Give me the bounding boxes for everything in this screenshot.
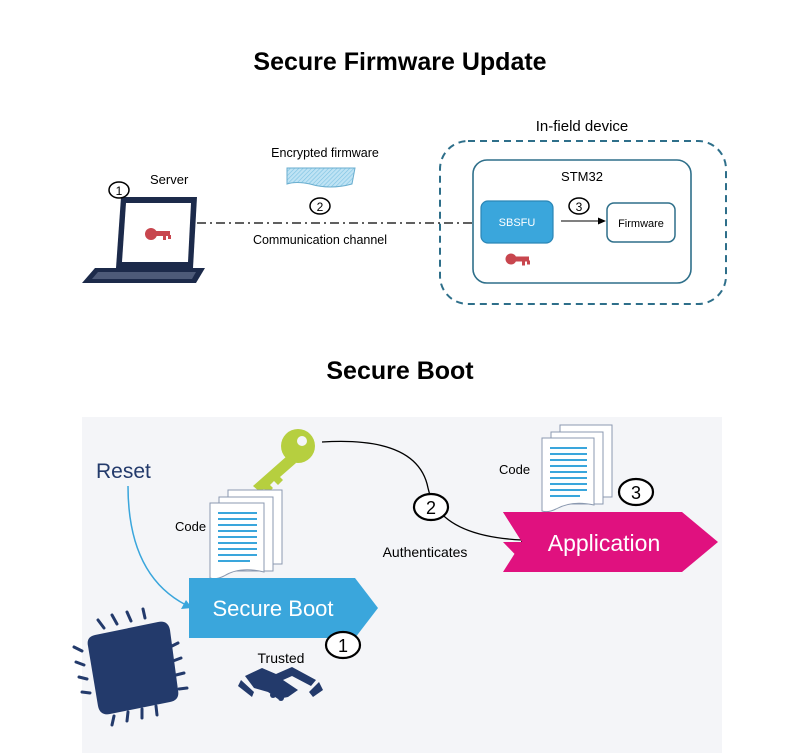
key-icon-server xyxy=(145,228,171,240)
secure-boot-arrow-shape xyxy=(189,578,378,638)
firmware-box xyxy=(606,202,676,243)
sfu-diagram: 1 Server Encrypted firmware 2 Communicat… xyxy=(82,118,727,305)
secure-boot-label: Secure Boot xyxy=(212,596,333,621)
encrypted-firmware-label: Encrypted firmware xyxy=(271,146,379,160)
secure-boot-diagram: Reset Code Secure Boot 1 Trusted xyxy=(72,417,722,753)
reset-arrow xyxy=(127,485,187,606)
stm32-label: STM32 xyxy=(561,169,603,184)
code-document-icon-left xyxy=(209,489,283,580)
boot-step-3-badge: 3 xyxy=(617,477,655,507)
sfu-step-3-badge: 3 xyxy=(568,197,590,215)
boot-step-2-badge: 2 xyxy=(412,492,450,522)
sbsfu-label: SBSFU xyxy=(499,217,536,229)
application-arrow-shape xyxy=(503,512,718,572)
code-document-icon-right xyxy=(541,424,613,513)
server-label: Server xyxy=(150,172,189,187)
firmware-label: Firmware xyxy=(618,218,664,230)
sfu-step-1-badge: 1 xyxy=(108,181,130,199)
sfu-step-2-badge: 2 xyxy=(309,197,331,215)
sfu-step-1: 1 xyxy=(116,184,123,198)
boot-step-2: 2 xyxy=(426,498,436,518)
code-label-left: Code xyxy=(175,519,206,534)
sfu-step-2: 2 xyxy=(317,200,324,214)
authenticates-arrow xyxy=(321,440,523,541)
code-label-right: Code xyxy=(499,462,530,477)
key-icon-green xyxy=(253,429,315,493)
key-icon-device xyxy=(505,253,530,266)
handshake-icon xyxy=(238,667,323,701)
authenticates-label: Authenticates xyxy=(383,544,468,560)
chip-icon xyxy=(72,607,189,727)
sbsfu-box xyxy=(480,200,554,244)
in-field-device-label: In-field device xyxy=(536,118,629,135)
secure-boot-title: Secure Boot xyxy=(326,357,474,385)
boot-step-1: 1 xyxy=(338,636,348,656)
laptop-icon xyxy=(82,197,205,283)
in-field-device-box xyxy=(439,140,727,305)
sfu-title: Secure Firmware Update xyxy=(253,48,547,76)
reset-label: Reset xyxy=(96,460,151,483)
application-label: Application xyxy=(548,530,661,556)
sfu-step-3: 3 xyxy=(576,200,583,214)
encrypted-firmware-packet xyxy=(286,167,356,188)
boot-step-1-badge: 1 xyxy=(324,630,362,660)
boot-step-3: 3 xyxy=(631,483,641,503)
communication-channel-label: Communication channel xyxy=(253,233,387,247)
trusted-label: Trusted xyxy=(258,650,305,666)
